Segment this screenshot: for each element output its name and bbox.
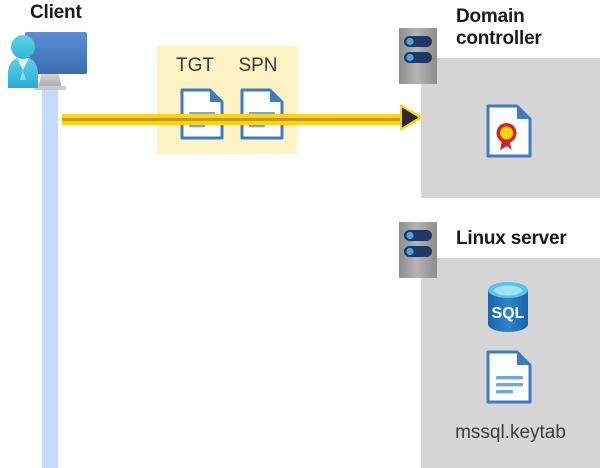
client-title: Client [30,2,82,23]
domain-controller-server-icon [399,28,437,84]
linux-server-title: Linux server [456,228,567,249]
spn-label: SPN [238,55,278,76]
client-workstation-icon [4,24,90,96]
domain-controller-title-line2: controller [456,28,542,49]
linux-server-icon [399,222,437,278]
keytab-filename-label: mssql.keytab [455,422,566,443]
certificate-document-icon [486,104,532,163]
domain-controller-title: Domain controller [456,6,596,50]
keytab-document-icon [486,350,532,409]
request-arrow-shaft [62,112,410,125]
tgt-label: TGT [176,55,214,76]
domain-controller-title-line1: Domain [456,6,525,27]
sql-icon-text: SQL [492,305,525,322]
right-arrow-icon [400,104,424,131]
client-lifeline [42,85,58,468]
sql-database-icon: SQL [484,281,532,333]
